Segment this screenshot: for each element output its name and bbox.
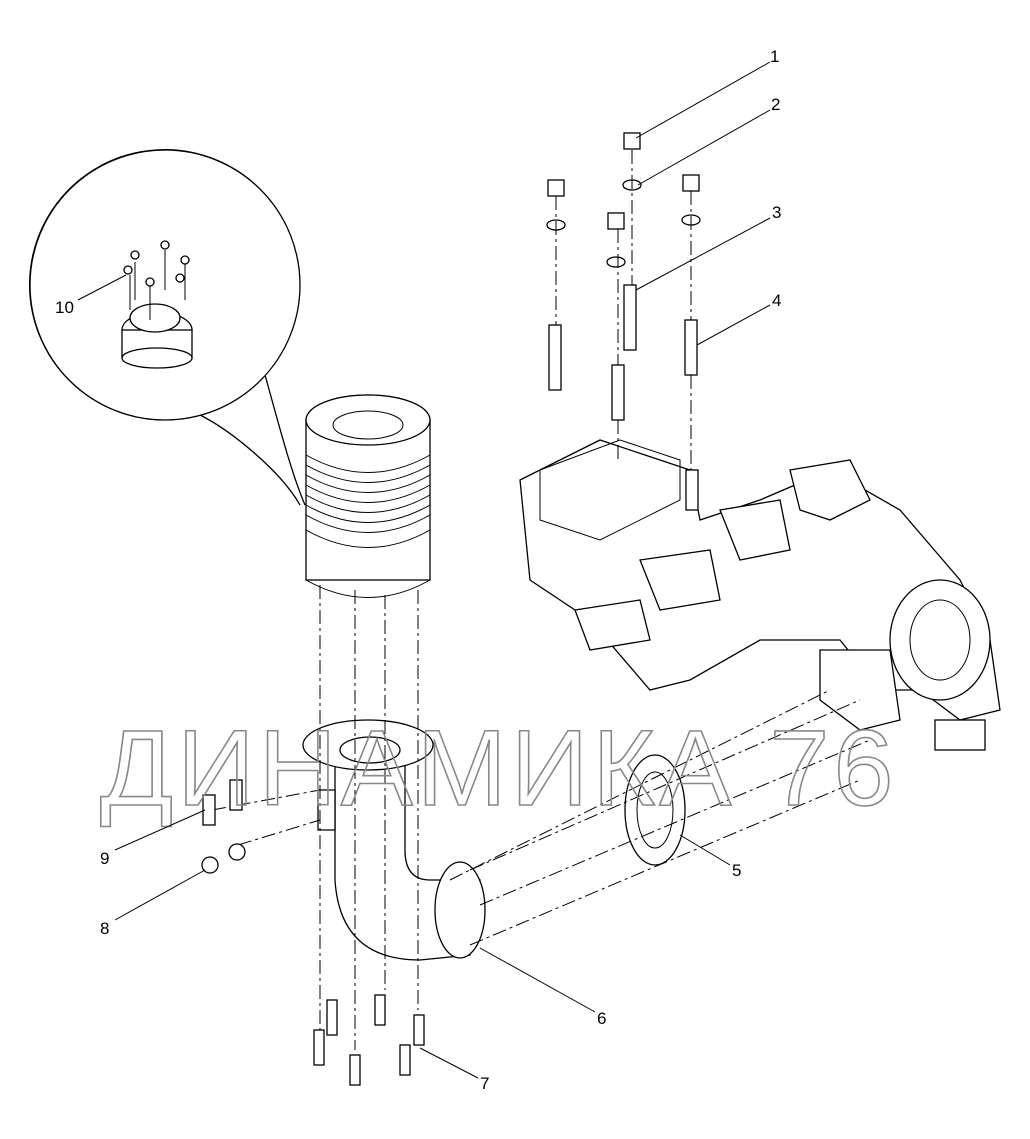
callout-3: 3 bbox=[772, 203, 781, 222]
callout-7: 7 bbox=[480, 1074, 489, 1093]
detail-inset bbox=[29, 149, 306, 506]
callout-9: 9 bbox=[100, 849, 109, 868]
callout-6: 6 bbox=[597, 1009, 606, 1028]
watermark: ДИНАМИКА 76 bbox=[100, 707, 897, 828]
callout-4: 4 bbox=[772, 291, 781, 310]
exhaust-manifold bbox=[519, 439, 1001, 751]
callouts: 1 2 3 4 5 6 7 8 9 10 bbox=[55, 47, 781, 1093]
callout-1: 1 bbox=[770, 47, 779, 66]
callout-5: 5 bbox=[732, 861, 741, 880]
callout-8: 8 bbox=[100, 919, 109, 938]
exhaust-elbow-pipe bbox=[302, 719, 686, 961]
bellows bbox=[305, 394, 431, 598]
callout-10: 10 bbox=[55, 298, 74, 317]
assembly-centerlines bbox=[211, 585, 871, 1050]
callout-2: 2 bbox=[771, 95, 780, 114]
fasteners-bottom bbox=[201, 779, 425, 1086]
fasteners-top bbox=[546, 132, 701, 511]
